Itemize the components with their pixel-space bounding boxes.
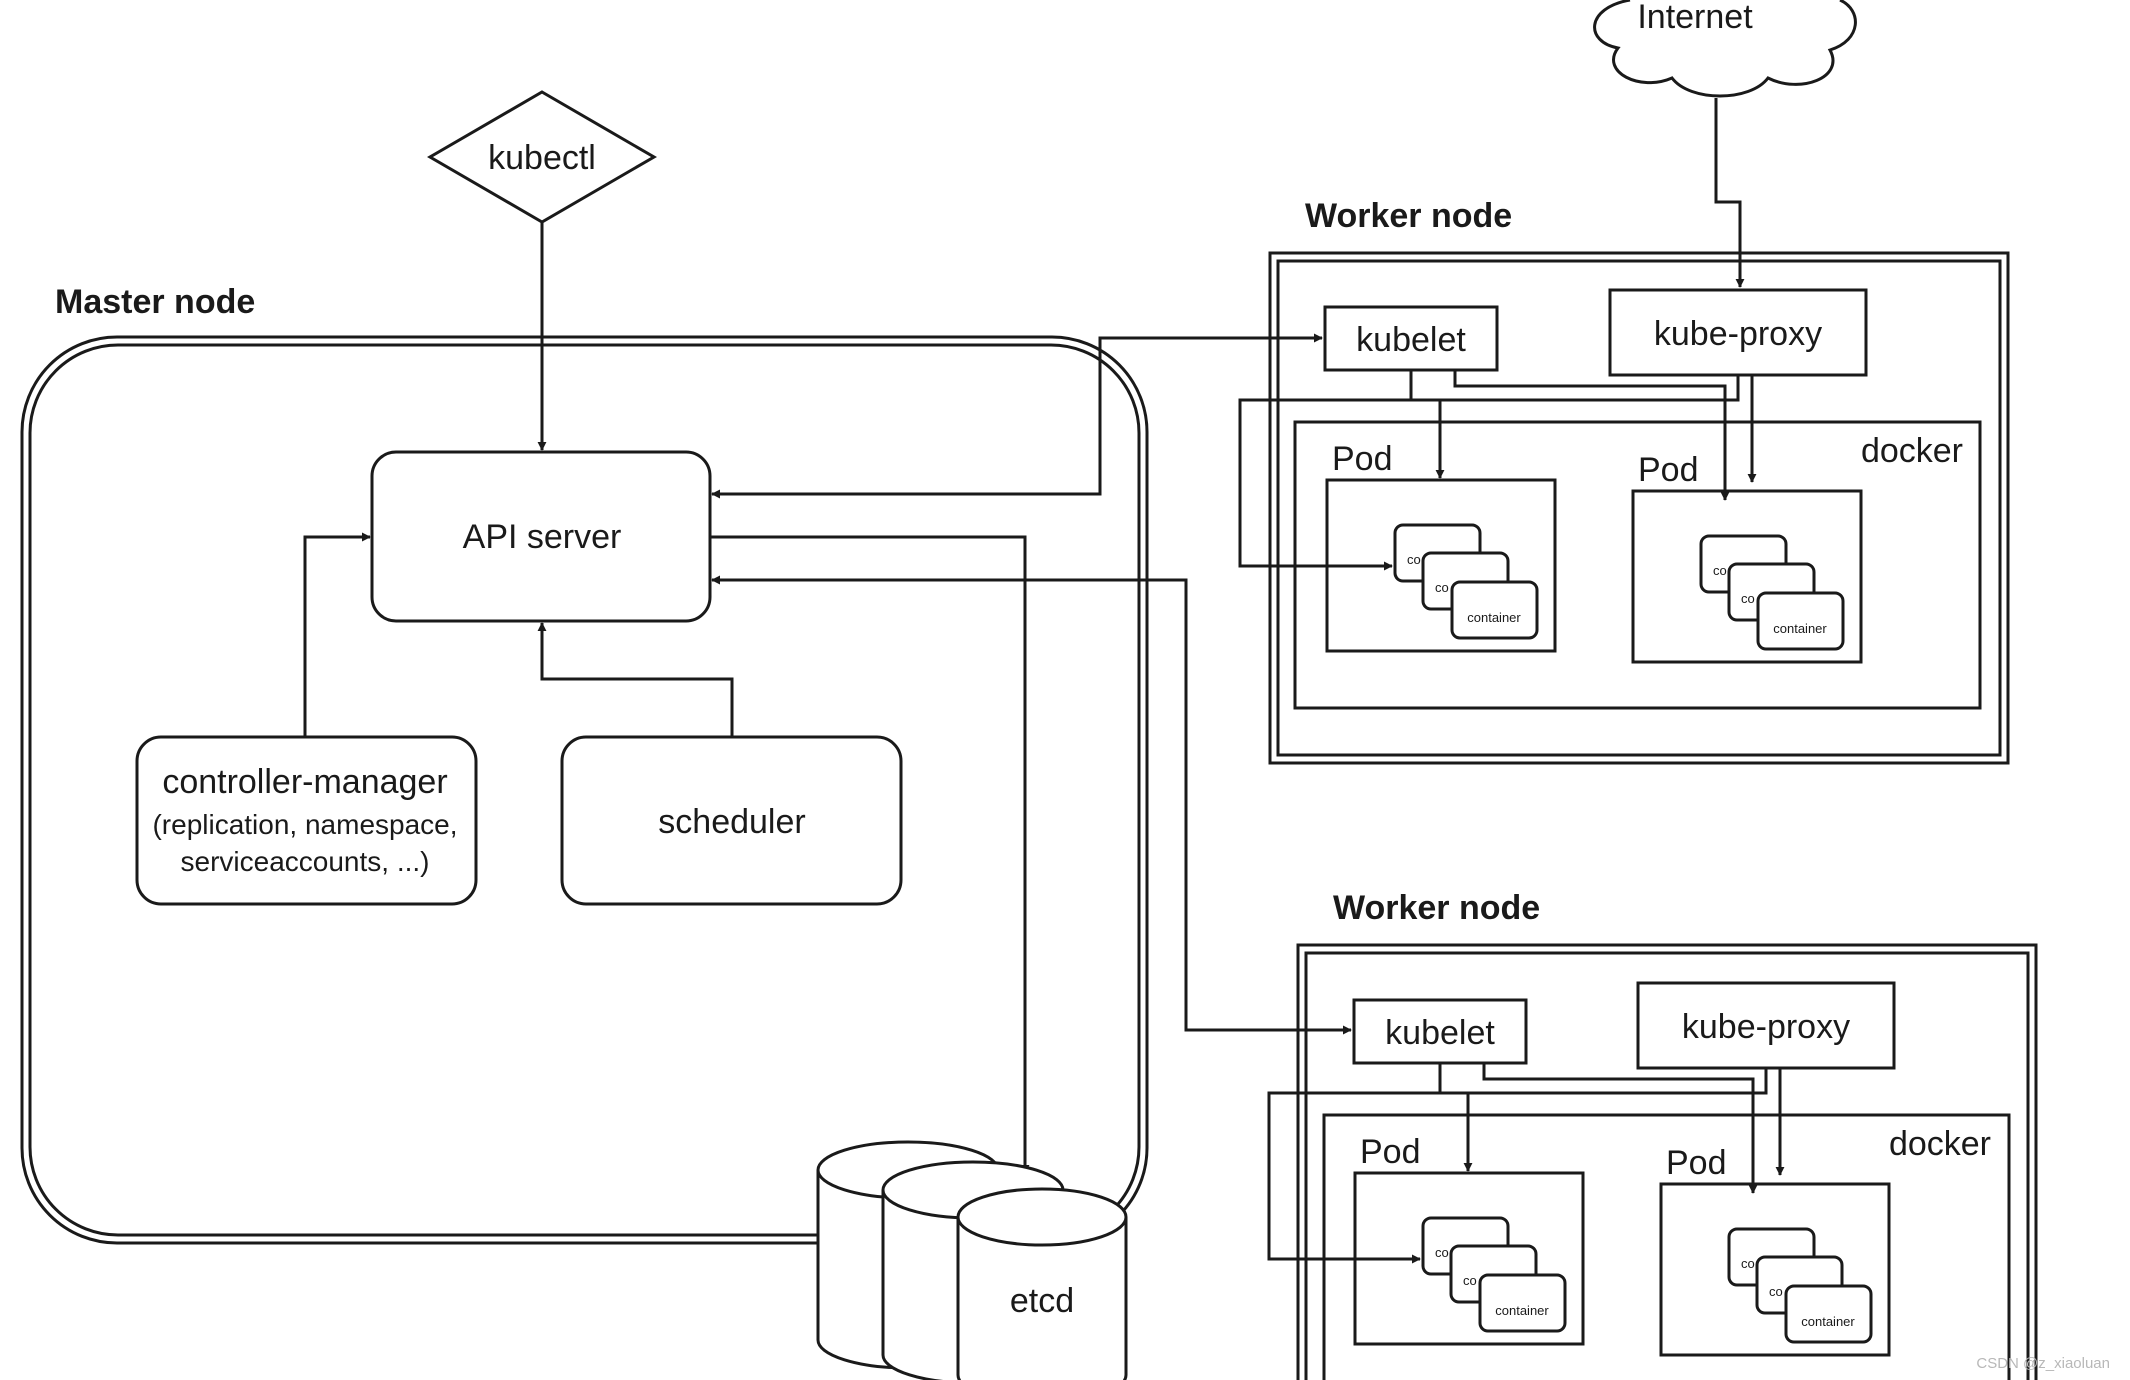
container-card bbox=[1478, 1273, 1567, 1333]
worker2-pod1-label: Pod bbox=[1360, 1133, 1421, 1171]
api-server-label: API server bbox=[463, 518, 622, 556]
worker2-kubelet-box: kubelet bbox=[1352, 998, 1528, 1065]
edge-api-worker2-kubelet bbox=[711, 575, 1352, 1035]
svg-text:co: co bbox=[1463, 1273, 1477, 1288]
worker2-kube-proxy-box: kube-proxy bbox=[1636, 981, 1896, 1070]
internet-cloud: Internet bbox=[1593, 0, 1857, 98]
edge-kube-proxy1-to-pod1 bbox=[1440, 375, 1740, 402]
svg-text:container: container bbox=[1801, 1314, 1855, 1329]
watermark: CSDN @z_xiaoluan bbox=[1976, 1355, 2110, 1372]
svg-text:co: co bbox=[1741, 1256, 1755, 1271]
edge-kube-proxy2-to-pod1 bbox=[1468, 1068, 1768, 1095]
controller-manager-title: controller-manager bbox=[162, 763, 447, 801]
etcd-label: etcd bbox=[1010, 1282, 1074, 1320]
worker2-docker-label: docker bbox=[1889, 1125, 1991, 1163]
internet-label: Internet bbox=[1637, 0, 1753, 36]
worker1-kube-proxy-label: kube-proxy bbox=[1654, 315, 1822, 353]
worker2-title: Worker node bbox=[1333, 889, 1540, 927]
worker2-boundary-outer bbox=[1296, 943, 2038, 1380]
worker1-boundary-inner bbox=[1276, 259, 2002, 757]
scheduler-label: scheduler bbox=[658, 803, 805, 841]
svg-text:container: container bbox=[1495, 1303, 1549, 1318]
svg-text:co: co bbox=[1435, 580, 1449, 595]
edge-scheduler-to-api bbox=[537, 622, 734, 737]
kubectl-node: kubectl bbox=[427, 90, 657, 224]
worker2-boundary-inner bbox=[1304, 951, 2030, 1380]
svg-text:co: co bbox=[1435, 1245, 1449, 1260]
svg-text:co: co bbox=[1407, 552, 1421, 567]
svg-text:co: co bbox=[1713, 563, 1727, 578]
edge-kubelet2-to-pod2 bbox=[1482, 1063, 1758, 1194]
worker1-kubelet-box: kubelet bbox=[1323, 305, 1499, 372]
controller-manager-line2: (replication, namespace, bbox=[152, 809, 457, 840]
svg-text:co: co bbox=[1741, 591, 1755, 606]
container-card bbox=[1450, 580, 1539, 640]
edge-internet-to-kube-proxy1 bbox=[1714, 98, 1745, 288]
container-card bbox=[1756, 591, 1845, 651]
worker1-pod1-label: Pod bbox=[1332, 440, 1393, 478]
container-card bbox=[1784, 1284, 1873, 1344]
edge-kubelet1-to-pod1 bbox=[1409, 370, 1445, 479]
edge-api-worker1-kubelet bbox=[711, 333, 1323, 499]
worker1-pod2-label: Pod bbox=[1638, 451, 1699, 489]
worker1-kubelet-label: kubelet bbox=[1356, 321, 1466, 359]
edge-kubelet2-to-pod1 bbox=[1438, 1063, 1473, 1172]
worker1-boundary-outer bbox=[1268, 251, 2010, 765]
worker1-pod2: Pod co co container bbox=[1631, 451, 1863, 664]
svg-text:container: container bbox=[1773, 621, 1827, 636]
worker2-pod2: Pod co co container bbox=[1659, 1144, 1891, 1357]
worker2-kubelet-label: kubelet bbox=[1385, 1014, 1495, 1052]
master-node-title: Master node bbox=[55, 283, 255, 321]
worker2-pod2-label: Pod bbox=[1666, 1144, 1727, 1182]
worker2-kube-proxy-label: kube-proxy bbox=[1682, 1008, 1850, 1046]
svg-text:container: container bbox=[1467, 610, 1521, 625]
scheduler-box: scheduler bbox=[560, 735, 903, 906]
worker1-kube-proxy-box: kube-proxy bbox=[1608, 288, 1868, 377]
controller-manager-line3: serviceaccounts, ...) bbox=[181, 846, 430, 877]
etcd-database: etcd bbox=[816, 1140, 1128, 1380]
worker1-docker-label: docker bbox=[1861, 432, 1963, 470]
controller-manager-box: controller-manager (replication, namespa… bbox=[135, 735, 478, 906]
api-server-box: API server bbox=[370, 450, 712, 623]
worker1-title: Worker node bbox=[1305, 197, 1512, 235]
kubectl-label: kubectl bbox=[488, 139, 596, 177]
edge-controller-to-api bbox=[303, 532, 371, 737]
edge-kubelet1-to-pod2 bbox=[1453, 370, 1730, 501]
svg-text:co: co bbox=[1769, 1284, 1783, 1299]
